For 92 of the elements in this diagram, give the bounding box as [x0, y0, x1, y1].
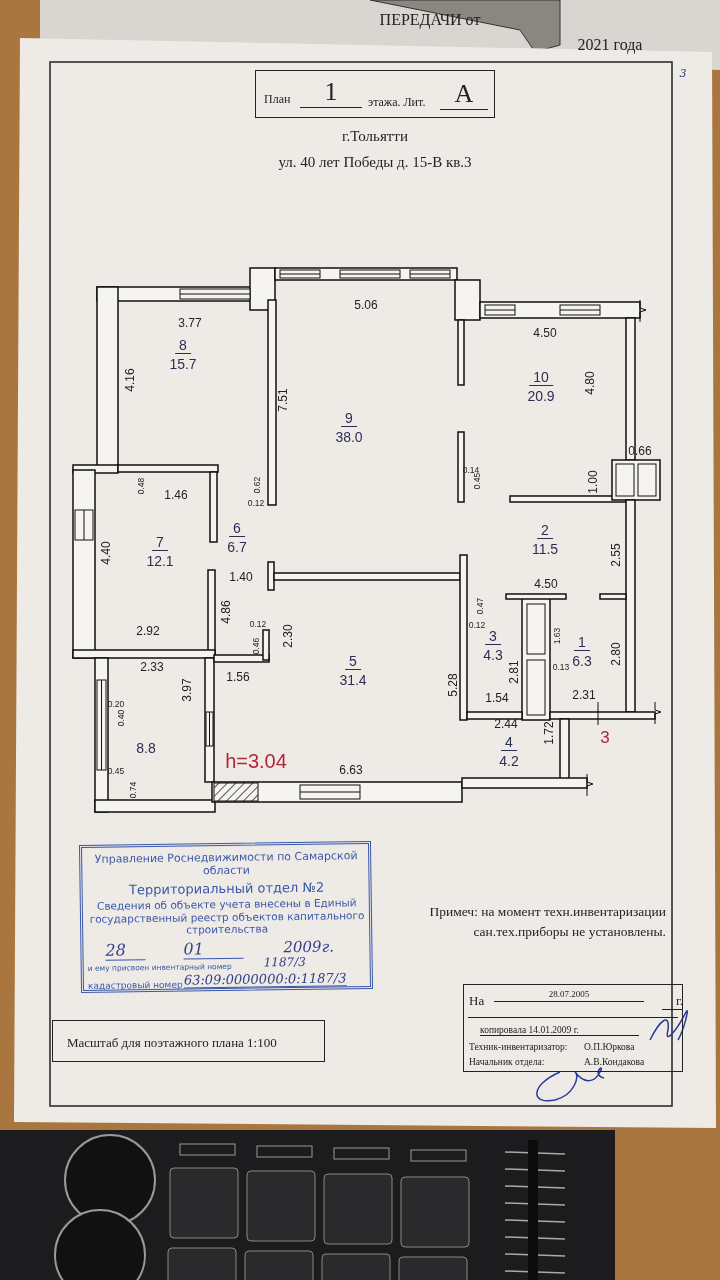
dimension-label: 0.48 [136, 477, 146, 495]
dimension-label: 1.72 [543, 721, 555, 745]
dimension-label: 0.12 [468, 620, 486, 630]
stamp-text: Сведения об объекте учета внесены в Единый государственный реестр объектов капитального строительства [88, 896, 366, 938]
dimension-label: 1.54 [485, 692, 509, 704]
scale-text: Масштаб для поэтажного плана 1:100 [67, 1035, 277, 1051]
date-field: 28.07.2005 [494, 989, 644, 1002]
dimension-label: 4.40 [100, 541, 112, 565]
dimension-label: 0.12 [247, 498, 265, 508]
handwritten-number: 1187/3 [263, 954, 306, 970]
stamp-text: Управление Роснедвижимости по Самарской области [93, 850, 359, 879]
dimension-label: 5.06 [354, 299, 378, 311]
dimension-label: 2.80 [610, 642, 622, 666]
document-heading-fragment: 2021 года [577, 37, 643, 53]
dimension-label: 1.46 [164, 489, 188, 501]
room-number: 8 [175, 338, 191, 354]
handwritten-day: 28 [105, 940, 146, 961]
scale-box [52, 1020, 325, 1062]
dimension-label: 1.56 [226, 671, 250, 683]
caption-text: г. [662, 993, 684, 1010]
room-number: 5 [345, 654, 361, 670]
room-number: 1 [574, 635, 590, 651]
stamp-text: кадастровый номер [87, 979, 183, 991]
name-text: О.П.Юркова [584, 1042, 635, 1052]
room-area: 15.7 [169, 357, 197, 371]
room-area: 11.5 [531, 542, 559, 556]
dimension-label: 0.13 [552, 662, 570, 672]
room-area: 4.2 [499, 754, 519, 768]
room-area: 20.9 [527, 389, 555, 403]
caption-text: План [264, 92, 291, 107]
room-area: 31.4 [339, 673, 367, 687]
dimension-label: 4.80 [584, 371, 596, 395]
floor-number: 1 [300, 77, 362, 108]
dimension-label: 2.33 [140, 661, 164, 673]
dimension-label: 0.47 [475, 597, 485, 615]
dimension-label: 0.40 [116, 709, 126, 727]
room-number: 2 [537, 523, 553, 539]
copy-date-text: копировала 14.01.2009 г. [480, 1025, 639, 1036]
dimension-label: 4.86 [220, 600, 232, 624]
address-text: г.Тольятти [342, 128, 408, 144]
name-text: А.В.Кондакова [584, 1057, 645, 1067]
dimension-label: 3.97 [181, 678, 193, 702]
registration-stamp [79, 840, 373, 994]
role-label: Техник-инвентаризатор: [469, 1042, 568, 1052]
dimension-label: 4.50 [533, 327, 557, 339]
role-label: Начальник отдела: [469, 1057, 545, 1067]
room-number: 6 [229, 521, 245, 537]
ceiling-height-label: h=3.04 [225, 751, 287, 771]
room-number: 4 [501, 735, 517, 751]
dimension-label: 4.50 [534, 578, 558, 590]
handwritten-month: 01 [183, 938, 244, 960]
caption-text: На [469, 993, 485, 1009]
handwritten-number: 63:09:0000000:0:1187/3 [183, 970, 347, 989]
dimension-label: 7.51 [277, 388, 289, 412]
room-area: 12.1 [146, 554, 174, 568]
note-text: Примеч: на момент техн.инвентаризации сан.тех.приборы не установлены. [428, 903, 666, 941]
handwritten-year: 2009г. [283, 937, 335, 957]
room-area: 4.3 [483, 648, 503, 662]
dimension-label: 1.63 [552, 627, 562, 645]
approval-block [463, 984, 683, 1072]
dimension-label: 2.30 [282, 624, 294, 648]
dimension-label: 0.12 [249, 619, 267, 629]
letter-label: А [440, 79, 488, 110]
dimension-label: 1.00 [587, 470, 599, 494]
address-text: ул. 40 лет Победы д. 15-В кв.3 [278, 154, 472, 170]
room-area: 6.3 [572, 654, 592, 668]
caption-text: этажа. Лит. [368, 95, 426, 110]
dimension-label: 1.40 [229, 571, 253, 583]
stamp-text: Территориальный отдел №2 [127, 879, 326, 898]
room-area: 38.0 [335, 430, 363, 444]
dimension-label: 3.77 [178, 317, 202, 329]
title-block [255, 70, 495, 118]
room-area: 8.8 [136, 741, 156, 755]
dimension-label: 2.44 [494, 718, 518, 730]
dimension-label: 4.16 [124, 368, 136, 392]
dimension-label: 0.46 [251, 637, 261, 655]
dimension-label: 0.45 [472, 472, 482, 490]
dimension-label: 6.63 [339, 764, 363, 776]
apartment-number: 3 [600, 728, 610, 746]
room-number: 3 [485, 629, 501, 645]
room-number: 7 [152, 535, 168, 551]
dimension-label: 2.55 [610, 543, 622, 567]
room-area: 6.7 [227, 540, 247, 554]
room-number: 9 [341, 411, 357, 427]
dimension-label: 5.28 [447, 673, 459, 697]
dimension-label: 2.92 [136, 625, 160, 637]
dimension-label: 0.74 [128, 781, 138, 799]
dimension-label: 0.62 [252, 476, 262, 494]
page-number: 3 [679, 67, 687, 79]
dimension-label: 2.81 [508, 660, 520, 684]
dimension-label: 2.31 [572, 689, 596, 701]
room-number: 10 [529, 370, 553, 386]
